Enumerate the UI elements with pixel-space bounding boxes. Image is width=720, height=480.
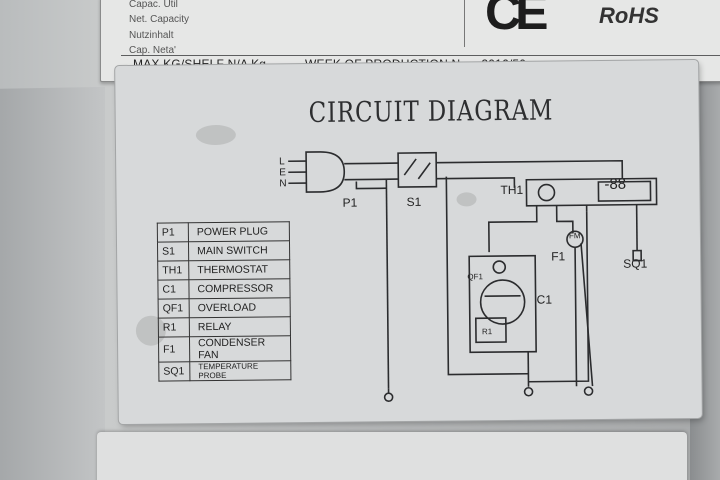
plate-label: Net. Capacity	[129, 14, 190, 25]
compressor-motor-icon	[479, 279, 526, 325]
plug-body	[305, 151, 346, 193]
rohs-mark: RoHS	[599, 3, 659, 28]
thermostat-dial-icon	[537, 183, 556, 202]
main-wires	[344, 159, 624, 389]
plate-label: Cap. Neta'	[129, 45, 176, 56]
main-switch-contacts	[403, 158, 431, 180]
bottom-panel	[97, 432, 687, 480]
plate-divider	[464, 0, 465, 47]
circuit-wiring	[288, 151, 658, 403]
relay-box	[474, 317, 507, 344]
display-frame	[597, 180, 652, 202]
fan-wires	[574, 243, 594, 387]
thermostat-unit	[525, 177, 658, 207]
thermostat-wires	[487, 204, 638, 383]
plate-label: Capac. Util	[129, 0, 178, 10]
main-switch-box	[397, 151, 438, 188]
left-panel	[0, 86, 105, 480]
compressor-box	[468, 254, 537, 354]
ce-mark: CE	[485, 0, 549, 40]
overload-icon	[492, 260, 507, 274]
plate-label: Nutzinhalt	[129, 30, 174, 41]
return-wires	[387, 176, 530, 394]
ground-terminals	[383, 386, 594, 403]
plate-rule	[121, 55, 720, 56]
temperature-probe-icon	[632, 249, 643, 262]
plug-prongs	[288, 160, 307, 185]
